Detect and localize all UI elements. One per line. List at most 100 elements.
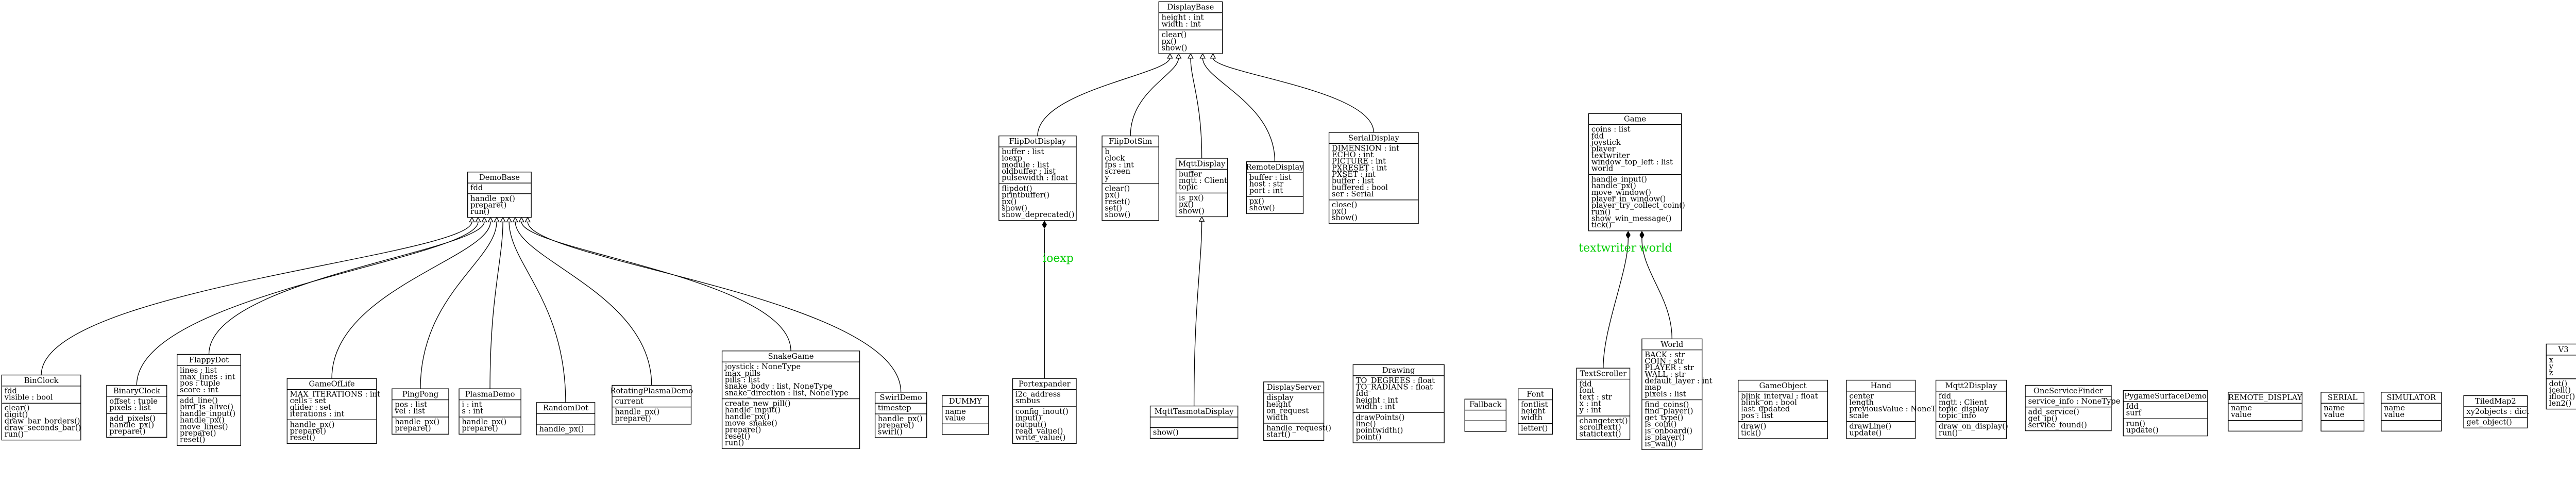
class-attribute: MAX_ITERATIONS : int xyxy=(290,390,380,399)
class-attribute: s : int xyxy=(462,407,483,415)
class-attribute: buffer : list xyxy=(1332,177,1374,186)
class-attribute: window_top_left : list xyxy=(1591,158,1673,167)
class-method: drawPoints() xyxy=(1356,413,1405,422)
class-method: handle_px() xyxy=(395,418,439,426)
composition-diamond xyxy=(1639,230,1645,239)
class-method: is_px() xyxy=(1179,193,1204,202)
class-method: pointwidth() xyxy=(1356,426,1403,435)
class-method: clear() xyxy=(1105,184,1130,193)
class-method: create_new_pill() xyxy=(725,400,791,408)
class-method: show_win_message() xyxy=(1591,214,1672,223)
composition-edge xyxy=(1641,239,1672,339)
class-attribute: cells : set xyxy=(290,396,326,405)
class-attribute: fdd xyxy=(470,184,483,192)
inheritance-arrow xyxy=(1210,53,1216,59)
class-method: run() xyxy=(5,430,24,439)
class-attribute: mqtt : Client xyxy=(1179,176,1227,185)
class-method: config_inout() xyxy=(1015,407,1069,416)
class-method: read_value() xyxy=(1015,427,1063,436)
class-attribute: on_request xyxy=(1266,407,1309,415)
class-attribute: score : int xyxy=(180,386,218,394)
class-method: show() xyxy=(1105,210,1130,219)
class-box xyxy=(1149,405,1239,439)
class-attribute: smbus xyxy=(1015,396,1040,405)
class-method: reset() xyxy=(290,434,315,442)
class-name: BinClock xyxy=(24,376,59,385)
class-method: scrolltext() xyxy=(1579,423,1621,432)
class-name: FlipDotSim xyxy=(1109,137,1152,146)
class-method: handle_px() xyxy=(109,421,154,429)
class-attribute: buffer xyxy=(1179,170,1202,178)
class-attribute: display xyxy=(1266,393,1294,402)
relationship-label: ioexp xyxy=(1043,252,1074,265)
class-attribute: width xyxy=(1521,413,1543,422)
class-method: changetext() xyxy=(1579,417,1628,425)
class-attribute: name xyxy=(945,407,966,416)
class-attribute: PXSET : int xyxy=(1332,170,1376,179)
inheritance-edge xyxy=(515,221,652,386)
class-fallback: Fallback xyxy=(1464,398,1506,432)
inheritance-arrow xyxy=(487,217,494,223)
class-method: handle_request() xyxy=(1266,424,1331,433)
class-name: Mqtt2Display xyxy=(1945,381,1997,390)
class-attribute: screen xyxy=(1105,167,1130,176)
class-method: player_try_collect_coin() xyxy=(1591,201,1685,210)
class-attribute: timestep xyxy=(878,404,911,412)
class-attribute: fdd xyxy=(2126,402,2139,411)
relationship-label: world xyxy=(1639,242,1672,255)
class-method: prepare() xyxy=(290,427,326,436)
class-method: show() xyxy=(1332,213,1358,222)
class-box xyxy=(1101,135,1159,221)
class-name: FlappyDot xyxy=(189,356,229,364)
class-method: handle_px() xyxy=(615,408,659,417)
class-method: output() xyxy=(1015,420,1046,429)
class-name: FlipDotDisplay xyxy=(1009,137,1066,146)
class-method: letter() xyxy=(1521,424,1548,433)
class-method: service_found() xyxy=(2028,421,2087,429)
class-box xyxy=(1641,338,1703,450)
class-method: prepare() xyxy=(878,421,914,430)
inheritance-arrow xyxy=(500,217,506,223)
class-attribute: PLAYER : str xyxy=(1645,363,1694,372)
class-attribute: y xyxy=(2549,362,2554,371)
class-attribute: i2c_address xyxy=(1015,390,1061,399)
class-method: update() xyxy=(2126,426,2159,435)
class-method: tick() xyxy=(1741,428,1761,437)
class-method: handle_input() xyxy=(725,406,781,414)
class-box xyxy=(2025,385,2112,431)
class-method: handle_px() xyxy=(1591,181,1636,190)
class-name: REMOTE_DISPLAY xyxy=(2228,393,2302,402)
class-box xyxy=(1158,1,1223,54)
class-rotatingplasmademo: RotatingPlasmaDemocurrenthandle_px()prep… xyxy=(610,385,693,425)
inheritance-edge xyxy=(521,221,791,351)
class-name: OneServiceFinder xyxy=(2033,387,2104,395)
class-method: find_player() xyxy=(1645,407,1693,415)
class-method: show_deprecated() xyxy=(1002,210,1074,219)
class-attribute: current xyxy=(615,397,643,406)
class-attribute: lines : list xyxy=(180,366,217,375)
class-attribute: DIMENSION : int xyxy=(1332,144,1399,153)
class-name: PingPong xyxy=(402,390,438,399)
class-name: Game xyxy=(1624,115,1646,124)
class-attribute: snake_direction : list, NoneType xyxy=(725,389,849,397)
class-box xyxy=(874,392,927,438)
class-method: show() xyxy=(1153,428,1179,437)
class-attribute: buffered : bool xyxy=(1332,183,1388,192)
class-attribute: blink_on : bool xyxy=(1741,398,1797,407)
class-name: Font xyxy=(1527,390,1544,399)
class-attribute: glider : set xyxy=(290,403,331,412)
class-box xyxy=(1263,381,1325,441)
inheritance-edge xyxy=(41,221,472,375)
class-attribute: width : int xyxy=(1162,20,1201,28)
class-method: swirl() xyxy=(878,427,903,436)
class-method: draw_on_display() xyxy=(1939,422,2008,431)
class-name: PlasmaDemo xyxy=(465,390,515,399)
